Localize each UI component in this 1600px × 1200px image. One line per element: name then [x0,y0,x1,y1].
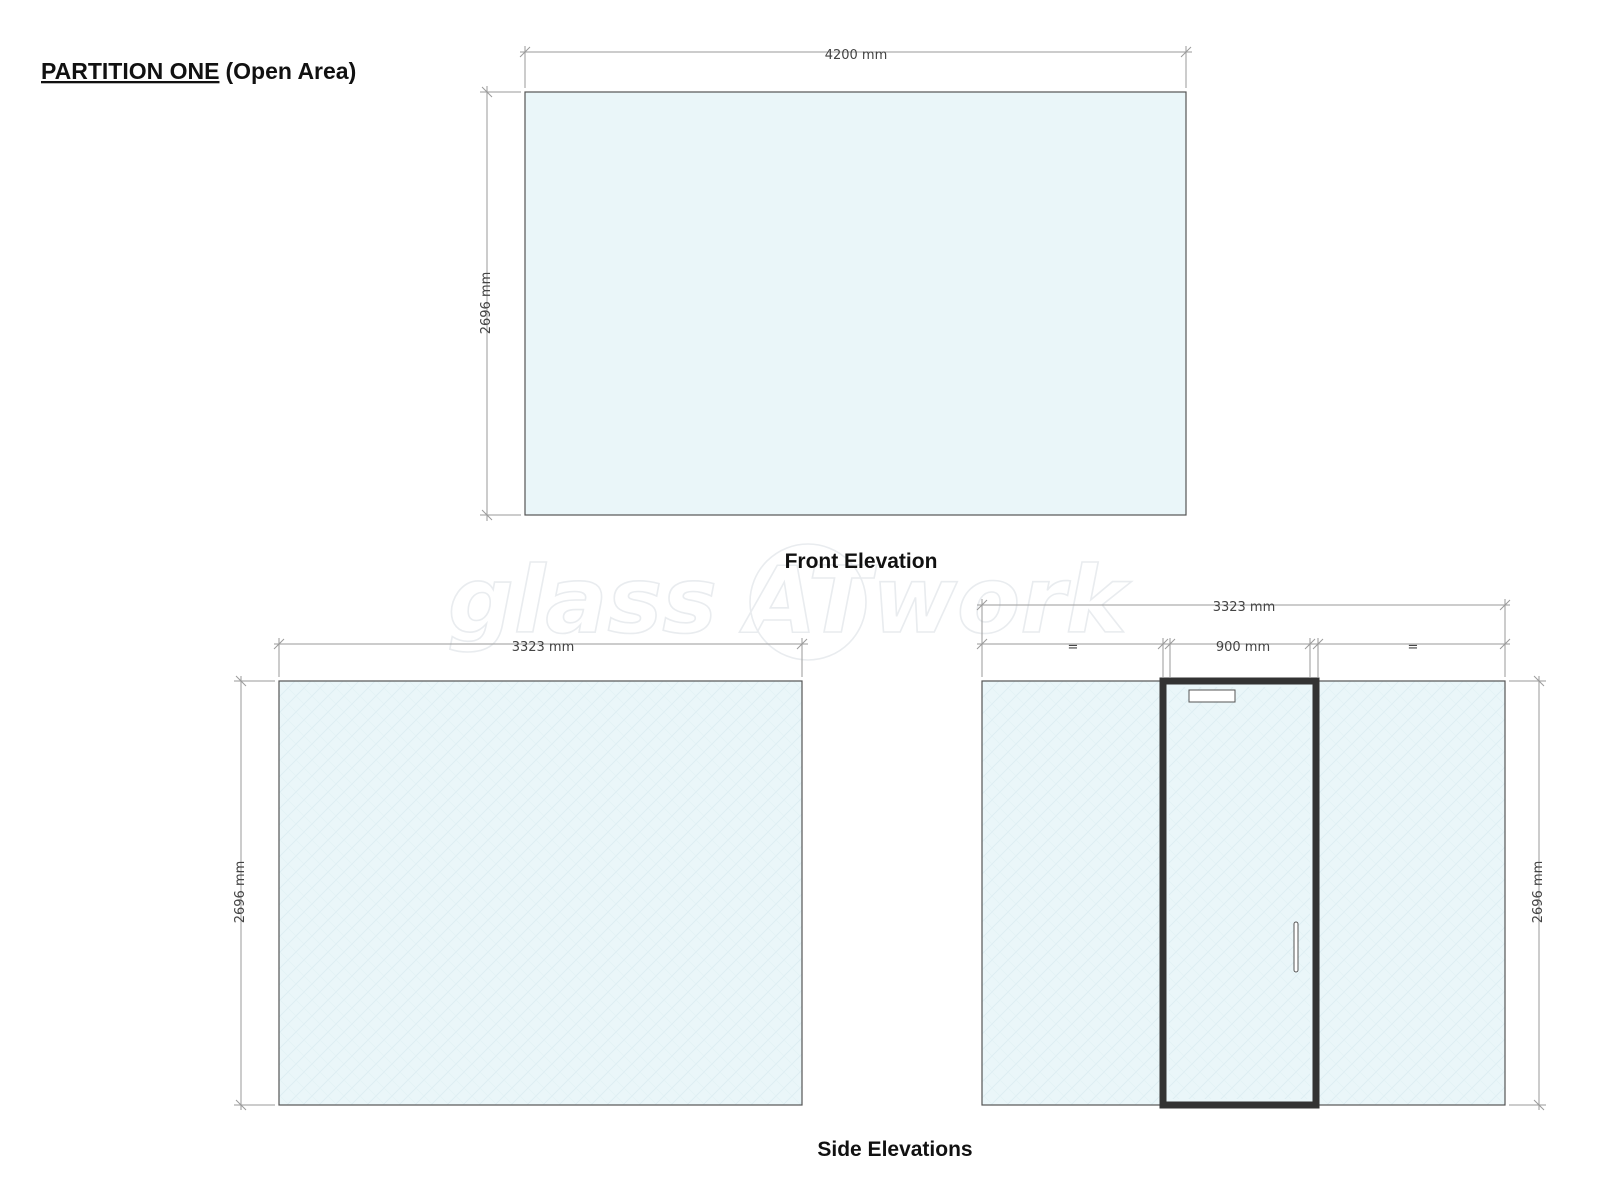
watermark-circle [749,543,867,661]
door-handle [1293,921,1299,973]
side-left-height-dimension: 2696 mm [233,675,275,1111]
heading-title: PARTITION ONE [41,58,219,84]
watermark-logo: glass AT work [447,543,1132,661]
watermark-text-middle: AT [739,547,876,654]
side-right-height-label: 2696 mm [1531,861,1546,924]
front-height-label: 2696 mm [479,272,494,335]
door-glass [1169,687,1310,1099]
front-elevation-caption: Front Elevation [785,550,938,573]
side-left-glass-panel [278,680,803,1106]
side-left-width-label: 3323 mm [512,640,575,655]
front-height-dimension: 2696 mm [479,86,521,521]
watermark-text-right: work [872,547,1132,654]
drawing-heading: PARTITION ONE(Open Area) [41,58,356,84]
front-glass-panel [524,91,1187,516]
side-right-height-dimension: 2696 mm [1509,675,1546,1111]
side-elevation-right: 3323 mm = 900 mm = 2 [976,599,1546,1111]
front-width-dimension: 4200 mm [519,46,1192,88]
side-left-height-label: 2696 mm [233,861,248,924]
watermark-text-left: glass [448,547,717,654]
side-left-width-dimension: 3323 mm [273,638,808,677]
front-width-label: 4200 mm [825,48,888,63]
side-elevations-caption: Side Elevations [817,1138,972,1161]
side-right-overall-width-label: 3323 mm [1213,600,1276,615]
side-elevation-left: 3323 mm 2696 mm [233,638,808,1111]
side-right-right-segment-label: = [1408,640,1419,655]
heading-subtitle: (Open Area) [225,58,356,84]
side-right-overall-width-dimension: 3323 mm [976,599,1511,644]
door-width-label: 900 mm [1216,640,1270,655]
side-right-segment-dimension: = 900 mm = [976,638,1511,677]
door-closer [1188,689,1236,703]
front-elevation: 4200 mm 2696 mm Front Elevation [479,46,1192,573]
side-right-left-segment-label: = [1068,640,1079,655]
